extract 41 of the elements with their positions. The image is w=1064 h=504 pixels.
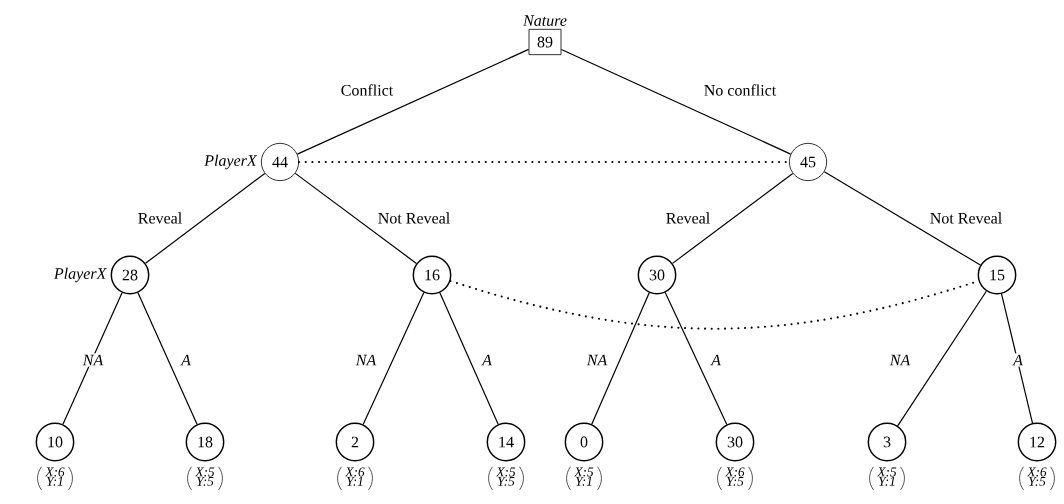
payoff-label: X:5 Y:1 (566, 466, 602, 491)
edge-label: A (179, 353, 193, 367)
edge-label: Conflict (339, 82, 395, 98)
chance-box: 89 (528, 28, 562, 56)
edge-label: NA (354, 353, 378, 367)
branch-line (294, 172, 418, 265)
information-set-line (298, 160, 790, 164)
branch-line (671, 172, 794, 264)
edge-label: A (480, 353, 494, 367)
edge-label: Reveal (664, 211, 712, 225)
branch-line (897, 290, 987, 427)
branch-line (362, 292, 425, 425)
edge-label: NA (585, 353, 609, 367)
branch-line (823, 171, 981, 266)
player-label: PlayerX (204, 154, 258, 170)
edge-label: Not Reveal (928, 211, 1004, 225)
payoff-label: X:5 Y:1 (869, 466, 905, 491)
edge-label: NA (81, 353, 105, 367)
branch-line (591, 292, 650, 425)
player-label: Nature (522, 15, 567, 26)
player-label: PlayerX (53, 267, 107, 283)
edge-label: Reveal (136, 211, 184, 225)
edge-label: No conflict (702, 82, 778, 98)
payoff-label: X:6 Y:5 (717, 466, 753, 491)
branch-line (137, 292, 198, 425)
edge-label: A (1011, 353, 1025, 367)
branch-line (62, 292, 123, 425)
branch-line (296, 48, 530, 155)
edge-label: A (709, 353, 723, 367)
edge-label: Not Reveal (376, 211, 452, 225)
payoff-label: X:6 Y:1 (337, 466, 373, 491)
branch-line (560, 48, 792, 155)
payoff-label: X:6 Y:5 (1019, 466, 1055, 491)
branch-line (144, 172, 266, 264)
payoff-label: X:6 Y:1 (37, 466, 73, 491)
branch-line (664, 291, 728, 426)
payoff-label: X:5 Y:5 (488, 466, 524, 491)
branch-line (439, 292, 499, 425)
edge-label: NA (888, 353, 912, 367)
payoff-label: X:5 Y:5 (187, 466, 223, 491)
branch-line (1000, 293, 1034, 424)
